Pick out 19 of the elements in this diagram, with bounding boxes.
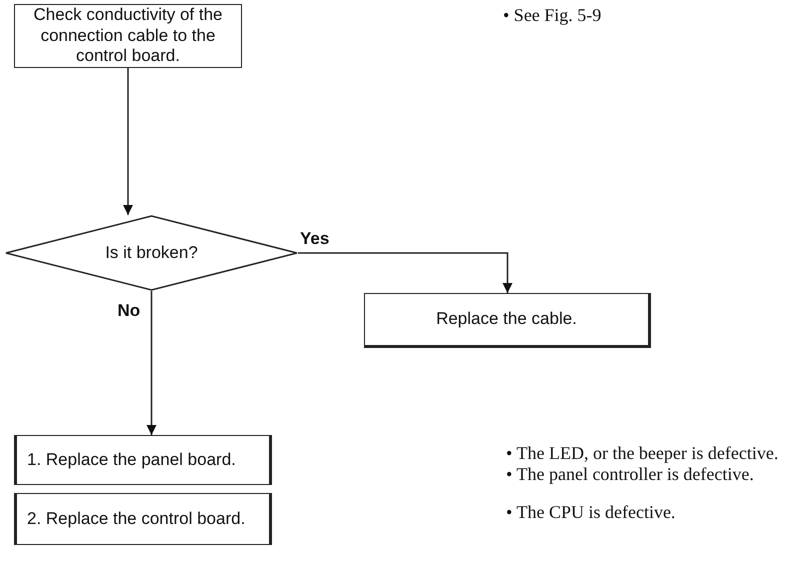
decision-diamond: [5, 215, 298, 291]
process-box: [14, 493, 272, 545]
arrow: [298, 252, 512, 293]
node-text: 1. Replace the panel board.: [27, 450, 236, 470]
arrow: [146, 291, 156, 435]
node-text: Is it broken?: [105, 242, 198, 264]
note-text: • The CPU is defective.: [506, 502, 676, 523]
node-text: Replace the cable.: [436, 309, 577, 330]
process-box: [364, 293, 651, 348]
edge-label: Yes: [300, 229, 330, 249]
node-text: Check conductivity of the connection cable to the control board.: [32, 5, 224, 67]
process-box: [14, 435, 272, 485]
arrow: [123, 68, 133, 215]
edge-label: No: [118, 301, 140, 321]
process-box: [14, 4, 242, 68]
note-text: • The LED, or the beeper is defective.: [506, 443, 778, 464]
node-text: 2. Replace the control board.: [27, 508, 246, 530]
note-text: • See Fig. 5-9: [503, 5, 602, 26]
note-text: • The panel controller is defective.: [506, 464, 754, 485]
